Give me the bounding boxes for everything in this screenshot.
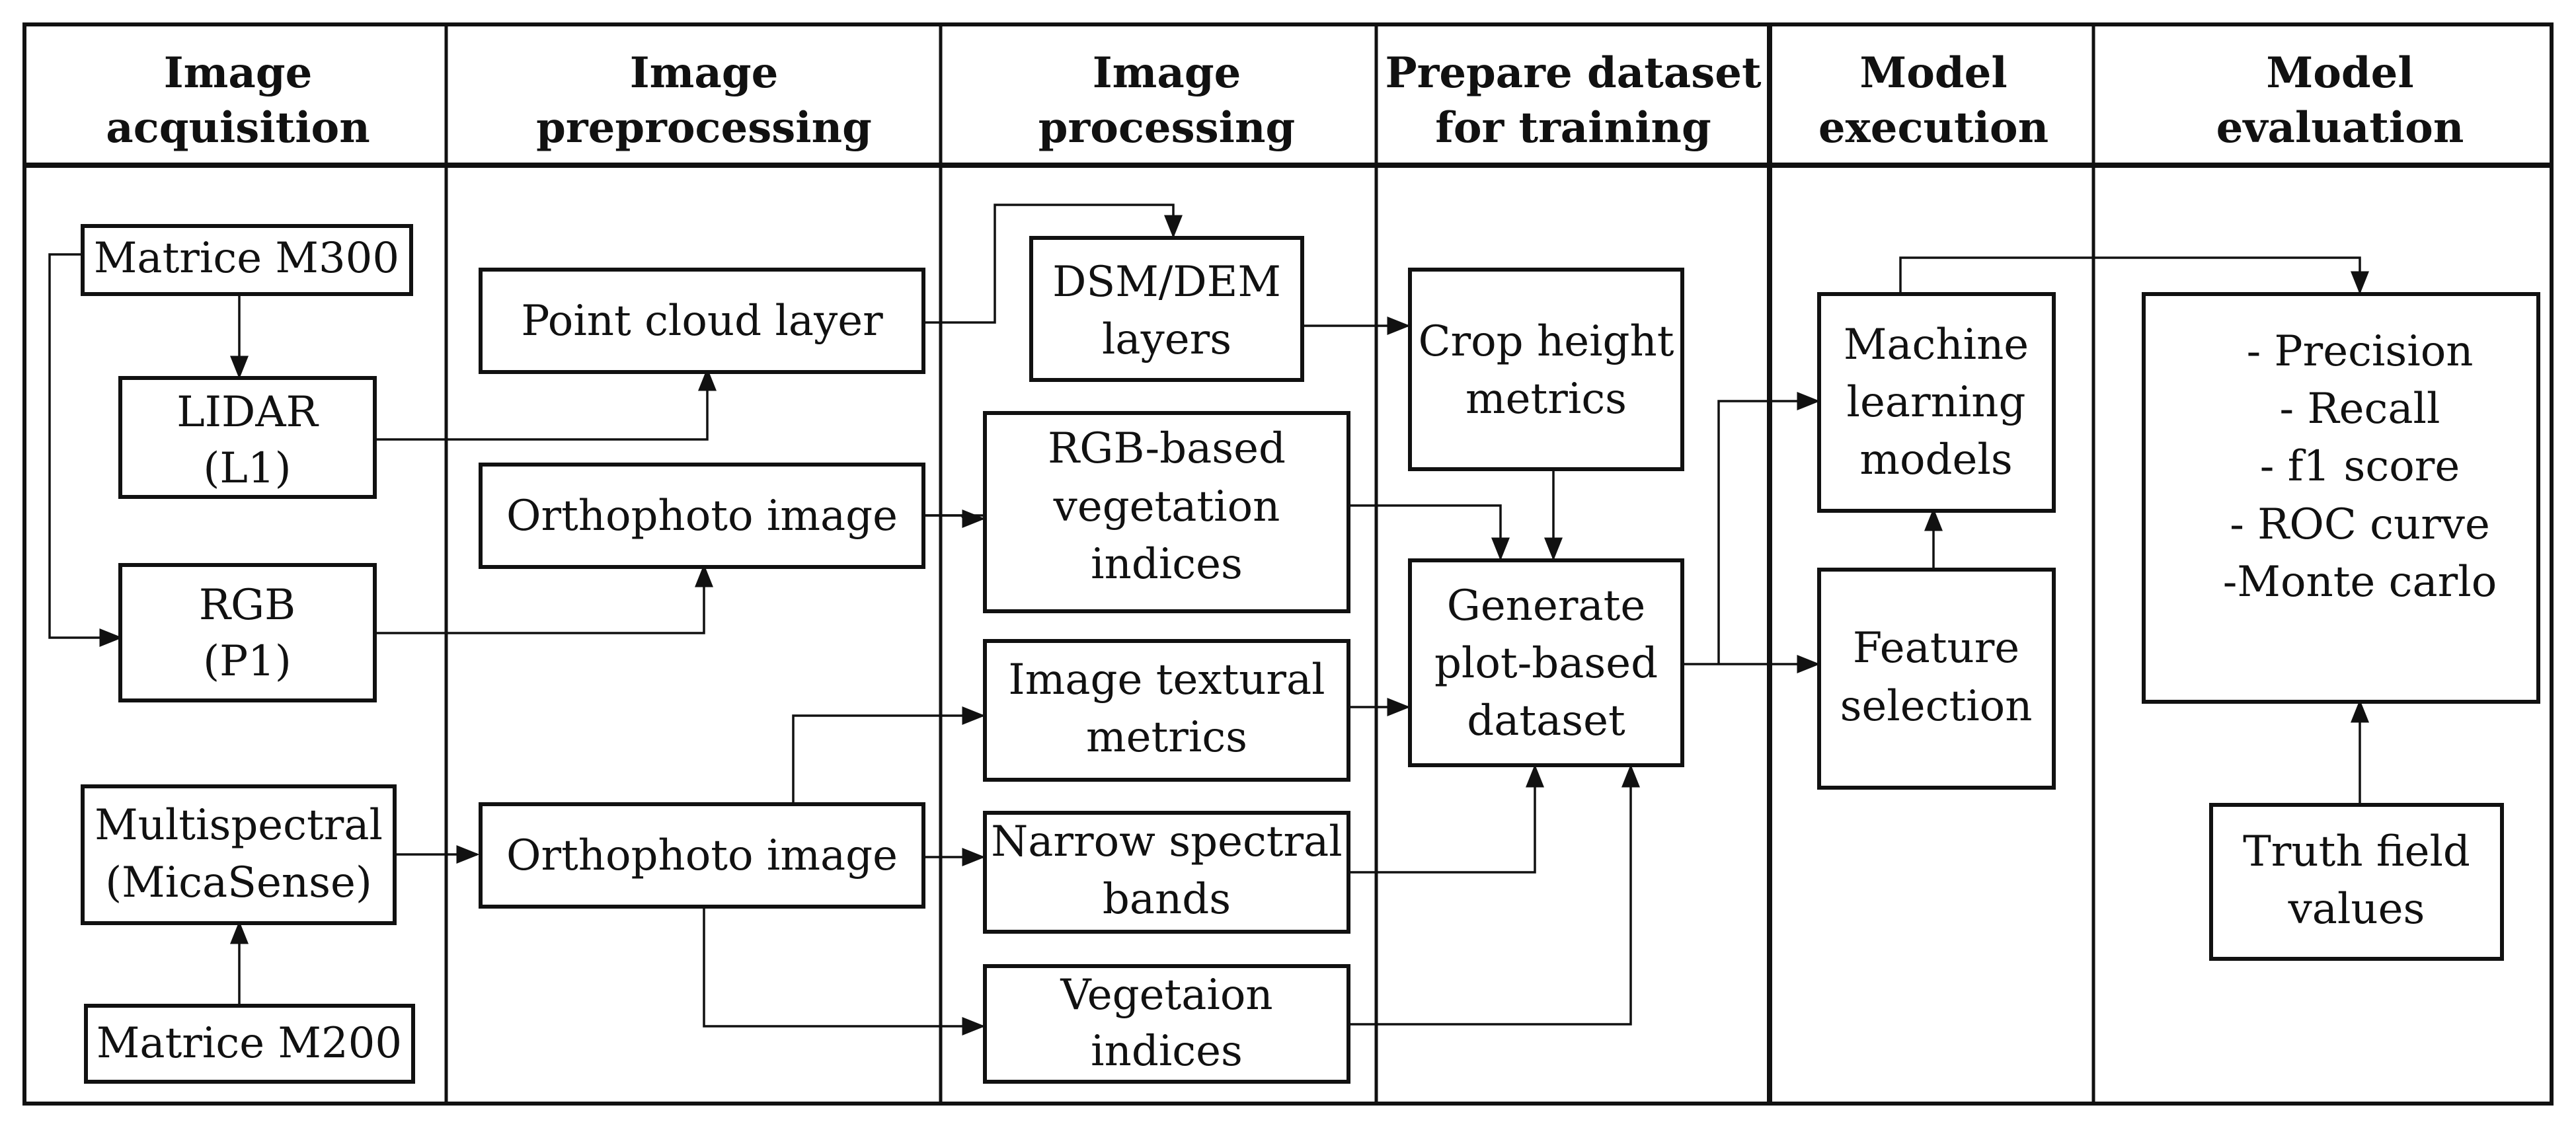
connector-orthoms-texture: [792, 706, 986, 804]
node-label: RGB-based: [1048, 424, 1286, 473]
header-line: acquisition: [106, 103, 370, 153]
metric-precision: - Precision: [2247, 327, 2474, 376]
node-label: metrics: [1086, 713, 1247, 762]
node-feature-selection: Feature selection: [1817, 568, 2056, 790]
node-dsm-dem-layers: DSM/DEM layers: [1029, 236, 1304, 382]
node-label: indices: [1091, 540, 1243, 589]
node-label: (P1): [203, 637, 292, 686]
node-point-cloud-layer: Point cloud layer: [479, 268, 925, 374]
node-truth-field-values: Truth field values: [2209, 803, 2504, 961]
connector-ml-evaluation: [1899, 256, 2369, 295]
node-generate-plot-dataset: Generate plot-based dataset: [1408, 558, 1684, 767]
connector-m300-rgb: [48, 253, 123, 647]
header-line: Image: [1093, 48, 1241, 98]
connector-rgb-ortho: [377, 564, 713, 634]
header-line: execution: [1818, 103, 2049, 153]
node-label: Truth field: [2243, 827, 2470, 876]
node-matrice-m300: Matrice M300: [81, 224, 413, 296]
node-label: Orthophoto image: [506, 831, 898, 880]
header-image-preprocessing: Image preprocessing: [536, 48, 872, 153]
header-model-execution: Model execution: [1818, 48, 2049, 153]
node-label: indices: [1091, 1027, 1243, 1076]
connector-narrow-plot: [1348, 764, 1544, 874]
header-line: Image: [164, 48, 313, 98]
node-label: Matrice M300: [94, 234, 399, 283]
node-rgb-vegetation-indices: RGB-based vegetation indices: [983, 411, 1350, 613]
node-orthophoto-rgb: Orthophoto image: [479, 463, 925, 569]
node-label: RGB: [199, 581, 295, 630]
node-label: Crop height: [1419, 317, 1674, 366]
node-narrow-spectral-bands: Narrow spectral bands: [983, 811, 1350, 934]
header-line: Model: [2266, 48, 2413, 98]
connector-ortho-rgbvi-main: [925, 509, 986, 528]
connector-veg-plot: [1348, 764, 1640, 1026]
connector-orthoms-veg: [703, 905, 986, 1035]
node-label: plot-based: [1434, 639, 1658, 688]
node-matrice-m200: Matrice M200: [84, 1004, 415, 1084]
metric-f1-score: - f1 score: [2260, 442, 2460, 491]
connector-rgbvi-plot: [1348, 504, 1510, 561]
diagram-frame: [22, 22, 2554, 1106]
node-label: Matrice M200: [97, 1019, 402, 1068]
node-label: Narrow spectral: [991, 817, 1342, 866]
metric-roc-curve: - ROC curve: [2230, 500, 2490, 549]
connector-lidar-pointcloud: [377, 367, 717, 441]
node-label: Generate: [1447, 582, 1645, 630]
metric-monte-carlo: -Monte carlo: [2223, 558, 2497, 607]
header-line: Prepare dataset: [1385, 48, 1762, 98]
node-evaluation-metrics: - Precision - Recall - f1 score - ROC cu…: [2142, 292, 2540, 704]
connector-pointcloud-dsm: [925, 204, 1183, 324]
node-label: DSM/DEM: [1052, 258, 1281, 307]
node-label: Orthophoto image: [506, 492, 898, 541]
header-line: processing: [1038, 103, 1296, 153]
node-label: vegetation: [1053, 482, 1280, 531]
node-label: (L1): [203, 444, 291, 493]
node-label: Point cloud layer: [521, 297, 883, 346]
node-crop-height-metrics: Crop height metrics: [1408, 268, 1684, 471]
node-label: dataset: [1467, 696, 1625, 745]
metric-recall: - Recall: [2280, 385, 2440, 433]
node-label: Image textural: [1008, 656, 1325, 704]
node-orthophoto-multispectral: Orthophoto image: [479, 802, 925, 909]
node-label: values: [2288, 885, 2425, 934]
node-rgb-p1: RGB (P1): [118, 563, 377, 702]
header-model-evaluation: Model evaluation: [2216, 48, 2464, 153]
node-lidar: LIDAR (L1): [118, 376, 377, 499]
node-label: Machine: [1844, 320, 2029, 369]
header-line: Model: [1859, 48, 2007, 98]
node-label: Multispectral: [95, 801, 383, 850]
node-label: models: [1859, 435, 2012, 484]
node-image-textural-metrics: Image textural metrics: [983, 639, 1350, 782]
node-vegetation-indices: Vegetaion indices: [983, 964, 1350, 1084]
connectors: [48, 204, 2369, 1035]
connector-plot-ml: [1717, 392, 1820, 664]
node-label: (MicaSense): [105, 858, 372, 907]
header-line: evaluation: [2216, 103, 2464, 153]
node-label: learning: [1847, 378, 2026, 427]
node-label: Vegetaion: [1060, 971, 1272, 1020]
node-label: layers: [1102, 315, 1231, 364]
header-image-acquisition: Image acquisition: [106, 48, 370, 153]
node-label: bands: [1103, 875, 1231, 924]
node-multispectral: Multispectral (MicaSense): [81, 784, 397, 925]
header-line: Image: [630, 48, 779, 98]
node-label: LIDAR: [176, 388, 319, 437]
header-image-processing: Image processing: [1038, 48, 1296, 153]
node-label: selection: [1840, 682, 2033, 731]
header-line: for training: [1435, 103, 1711, 153]
node-label: Feature: [1853, 624, 2019, 673]
node-label: metrics: [1465, 375, 1627, 424]
header-prepare-dataset: Prepare dataset for training: [1385, 48, 1762, 153]
header-line: preprocessing: [536, 103, 872, 153]
node-machine-learning-models: Machine learning models: [1817, 292, 2056, 513]
